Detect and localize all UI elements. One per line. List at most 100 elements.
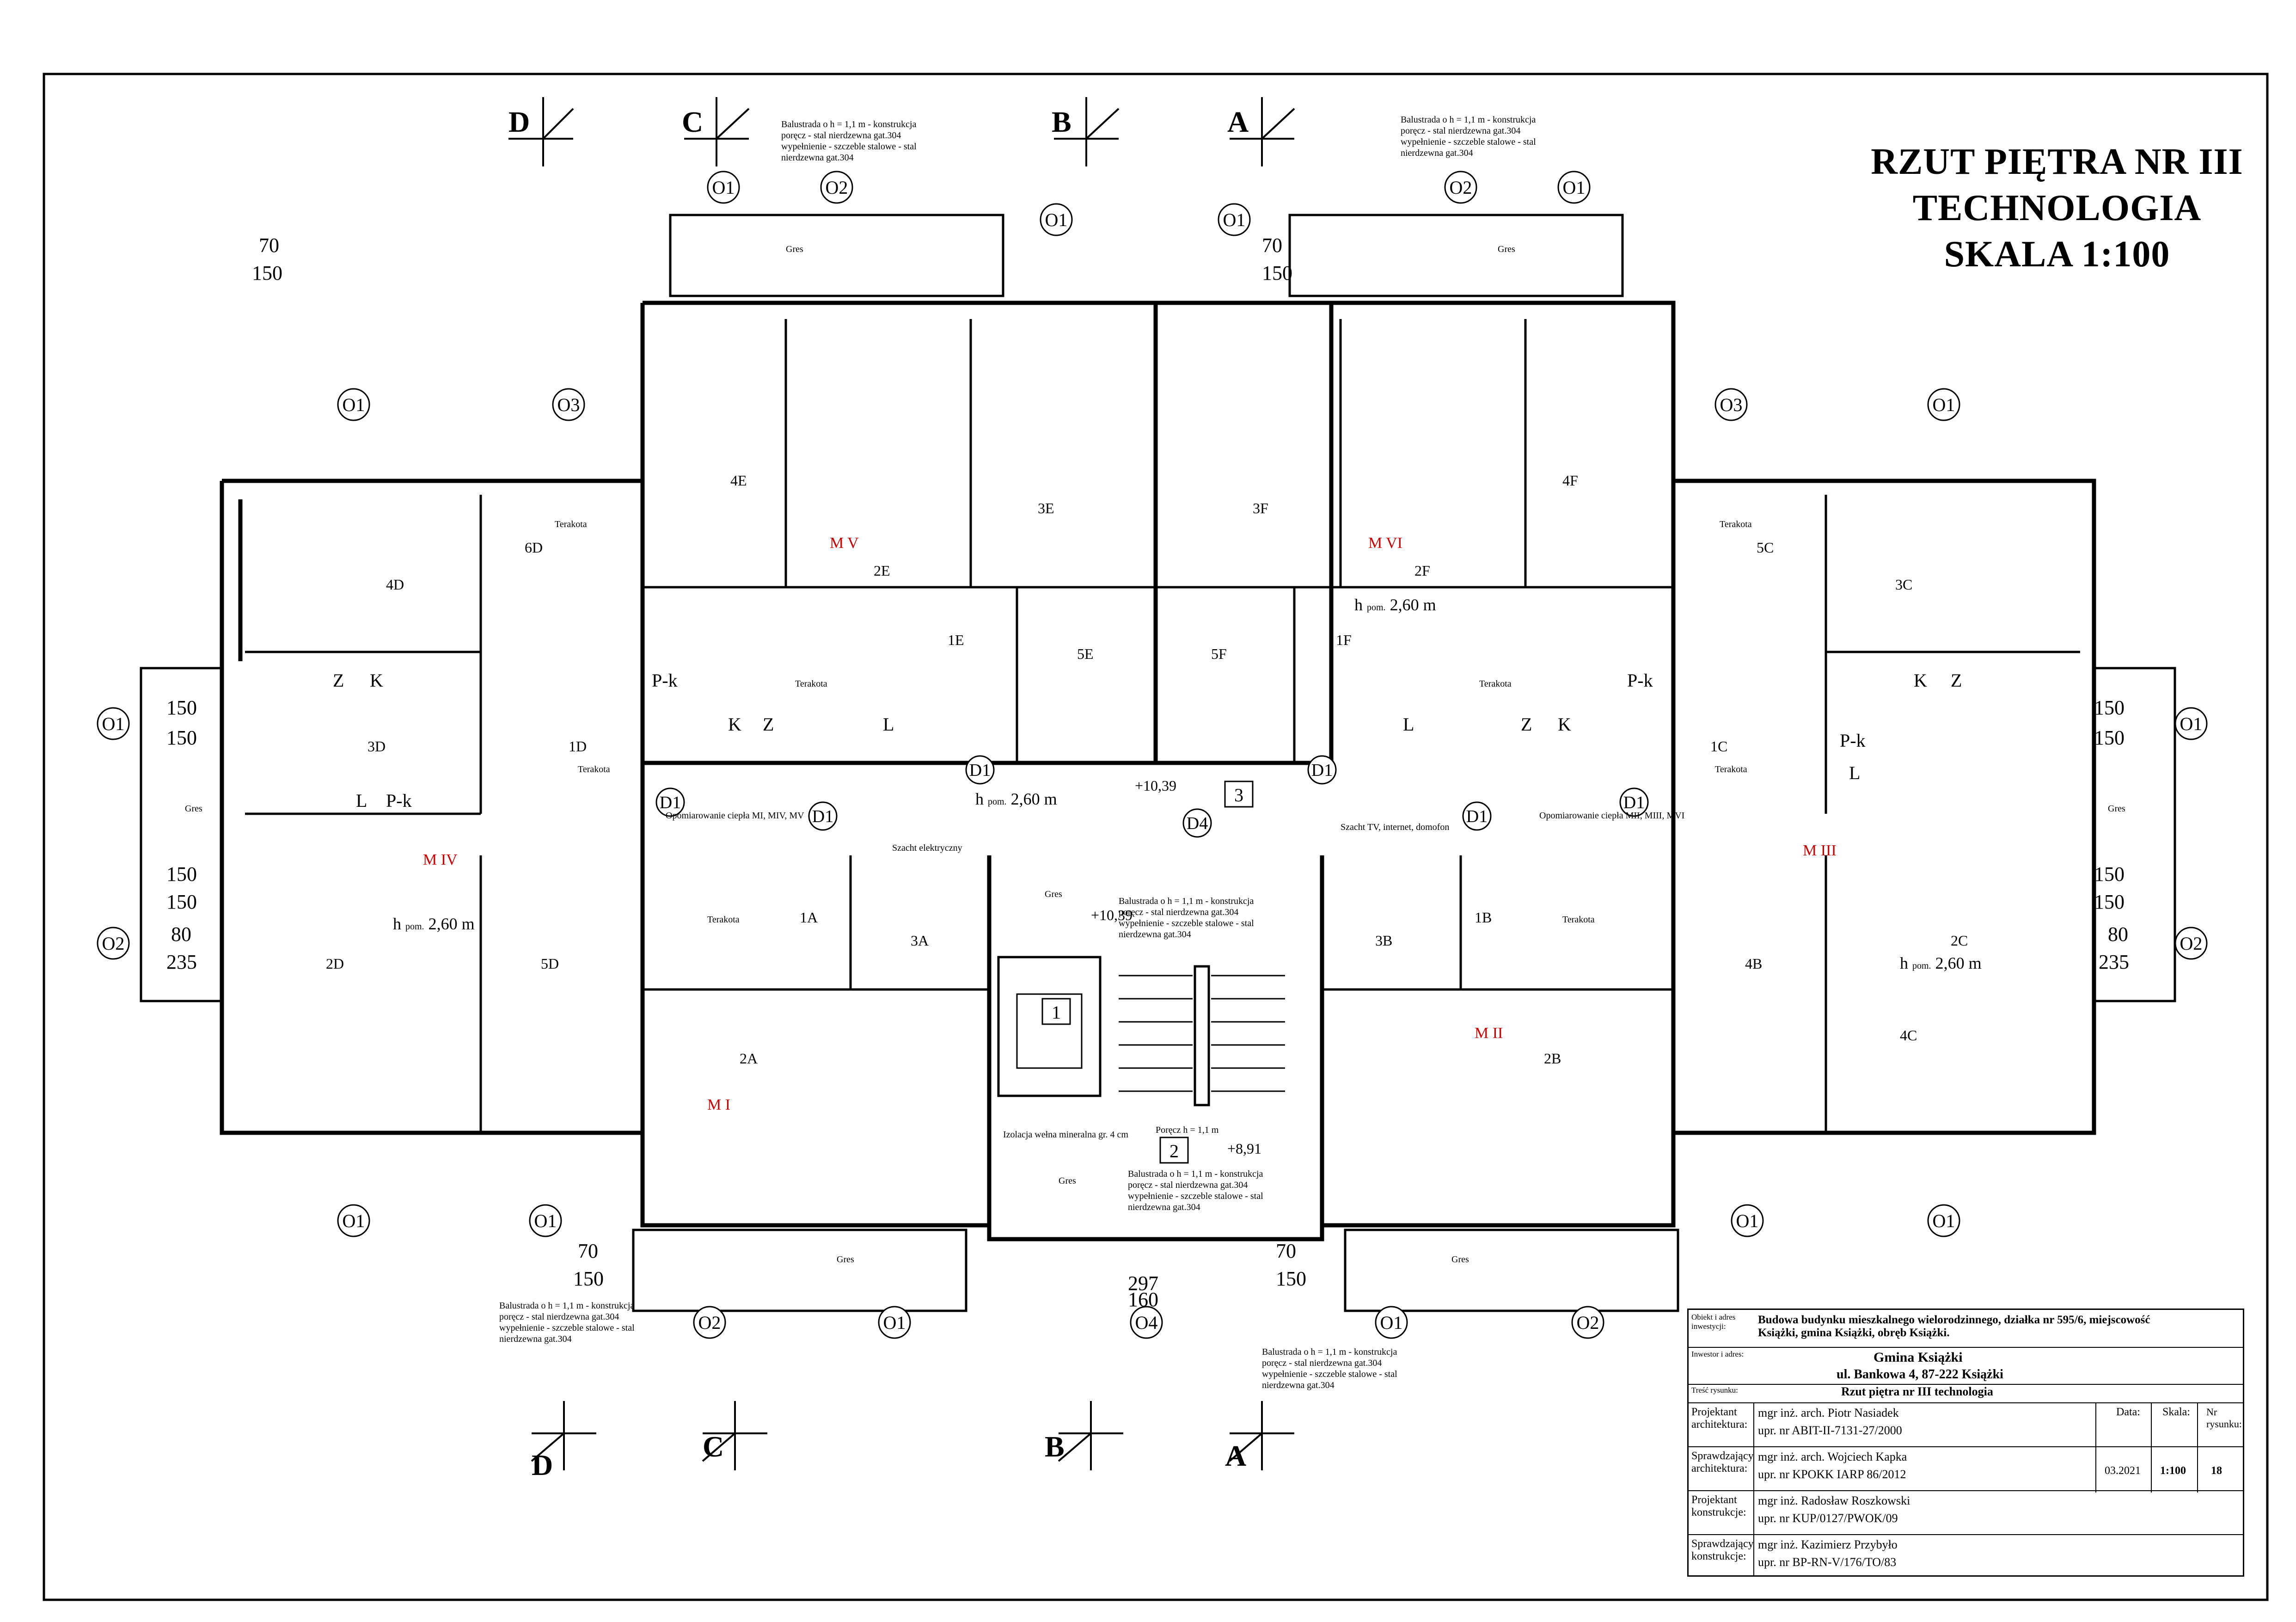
kitchen-code-l: L [883,714,894,735]
dim-150: 150 [1262,262,1292,284]
room-label-4f: 4F [1562,472,1578,489]
floor-label-terakota: Terakota [555,519,587,529]
svg-text:D1: D1 [1311,761,1333,780]
level-marks: +10,39 +10,39 +8,91 [1091,777,1261,1157]
svg-text:O1: O1 [534,1210,557,1231]
room-label-1c: 1C [1710,738,1727,755]
door-marker-d1: D1 [1619,787,1649,817]
svg-text:O1: O1 [1045,209,1068,230]
dim-150: 150 [166,696,197,719]
floor-label-terakota: Terakota [795,679,827,689]
window-marker-o1: O1 [1557,171,1591,204]
floor-label-terakota: Terakota [1720,519,1752,529]
room-label-3e: 3E [1038,500,1054,516]
dim-150: 150 [166,891,197,913]
floor-label-terakota: Terakota [707,915,740,925]
room-label-4d: 4D [386,576,404,593]
room-label-2a: 2A [740,1050,758,1067]
svg-text:O2: O2 [102,933,125,954]
room-label-5d: 5D [541,955,559,972]
tb-data-value: 03.2021 [2105,1465,2141,1477]
tb-proj-konst-perm: upr. nr KUP/0127/PWOK/09 [1758,1511,1898,1525]
kitchen-code-pk: P-k [1840,730,1866,751]
apartment-label-m3: M III [1803,842,1837,859]
svg-text:O1: O1 [883,1312,906,1333]
door-marker-d4: D4 [1182,808,1212,838]
room-label-2e: 2E [874,562,890,579]
tb-proj-arch-name: mgr inż. arch. Piotr Nasiadek [1758,1406,1899,1419]
dim-70: 70 [259,234,279,257]
window-marker-o1: O1 [337,1204,370,1237]
room-label-5c: 5C [1757,539,1774,556]
drawing-title-line3: SKALA 1:100 [1944,234,2170,275]
kitchen-code-pk: P-k [1627,670,1653,691]
section-marker-b-top [1054,97,1120,166]
floor-label-terakota: Terakota [578,764,610,774]
dim-150: 150 [166,726,197,749]
room-labels: 4E 2E 3E 3F 2F 4F 6D 4D 3D 2D 5D 1D 5C 3… [326,472,1968,1067]
floor-label-gres: Gres [2108,804,2125,814]
section-label-b-bottom: B [1045,1430,1065,1463]
kitchen-code-pk: P-k [652,670,678,691]
kitchen-code-l: L [356,790,367,811]
room-label-1b: 1B [1475,909,1492,926]
floor-material-labels: Gres Gres Terakota Terakota Terakota Ter… [185,244,2125,1265]
height-note: h pom. 2,60 m [1900,954,1982,972]
kitchen-code-l: L [1849,762,1860,783]
kitchen-code-z: Z [763,714,774,735]
window-marker-o2: O2 [97,927,130,960]
floor-label-gres: Gres [1059,1176,1076,1186]
window-marker-o1: O1 [1040,203,1073,236]
svg-text:O1: O1 [712,177,735,198]
window-marker-o1: O1 [1927,388,1960,421]
svg-text:D1: D1 [1623,793,1645,812]
dim-150: 150 [2094,863,2125,885]
room-label-3f: 3F [1253,500,1268,516]
tb-nr-label: Nr rysunku: [2206,1406,2242,1430]
handrail-label: Poręcz h = 1,1 m [1156,1125,1219,1135]
section-markers-top [508,97,1295,1470]
floor-label-gres: Gres [1498,244,1515,254]
window-marker-o3: O3 [1714,388,1748,421]
kitchen-code-k: K [370,670,383,691]
tb-proj-konst-name: mgr inż. Radosław Roszkowski [1758,1494,1910,1507]
kitchen-code-z: Z [333,670,344,691]
apartment-label-m5: M V [830,535,859,552]
apartment-label-m4: M IV [423,851,458,868]
svg-text:O1: O1 [1380,1312,1403,1333]
svg-text:O1: O1 [343,1210,365,1231]
door-type-markers: D1 D1 D1 D1 D4 D1 D1 [655,755,1649,838]
room-label-1a: 1A [800,909,818,926]
door-marker-d1: D1 [1462,801,1492,831]
room-label-4c: 4C [1900,1027,1917,1044]
svg-text:O1: O1 [2180,713,2203,734]
height-notes: h pom. 2,60 m h pom. 2,60 m h pom. 2,60 … [393,596,1982,972]
window-marker-o1: O1 [337,388,370,421]
insulation-label: Izolacja wełna mineralna gr. 4 cm [1003,1130,1128,1140]
apartment-label-m6: M VI [1368,535,1402,552]
floor-label-terakota: Terakota [1715,764,1747,774]
kitchen-code-k: K [728,714,741,735]
section-label-a-bottom: A [1225,1439,1246,1472]
room-label-4e: 4E [730,472,747,489]
svg-text:O4: O4 [1135,1312,1158,1333]
dim-297: 160 [1128,1288,1158,1311]
svg-text:D1: D1 [812,807,833,826]
section-label-b-top: B [1052,105,1071,138]
dim-80: 80 [2108,923,2128,946]
svg-text:O1: O1 [343,394,365,415]
tb-inwestor-label: Inwestor i adres: [1691,1350,1744,1358]
szacht-label: Szacht elektryczny [892,843,962,853]
level-mark: +10,39 [1135,777,1176,794]
window-marker-o1: O1 [1375,1306,1408,1339]
kitchen-code-z: Z [1951,670,1962,691]
kitchen-code-pk: P-k [386,790,412,811]
balconies [140,214,2176,1312]
building-outline [220,301,2096,1241]
dim-150: 150 [1276,1267,1306,1290]
stair-flights [997,956,1285,1106]
window-marker-o2: O2 [1571,1306,1604,1339]
svg-text:O2: O2 [698,1312,721,1333]
